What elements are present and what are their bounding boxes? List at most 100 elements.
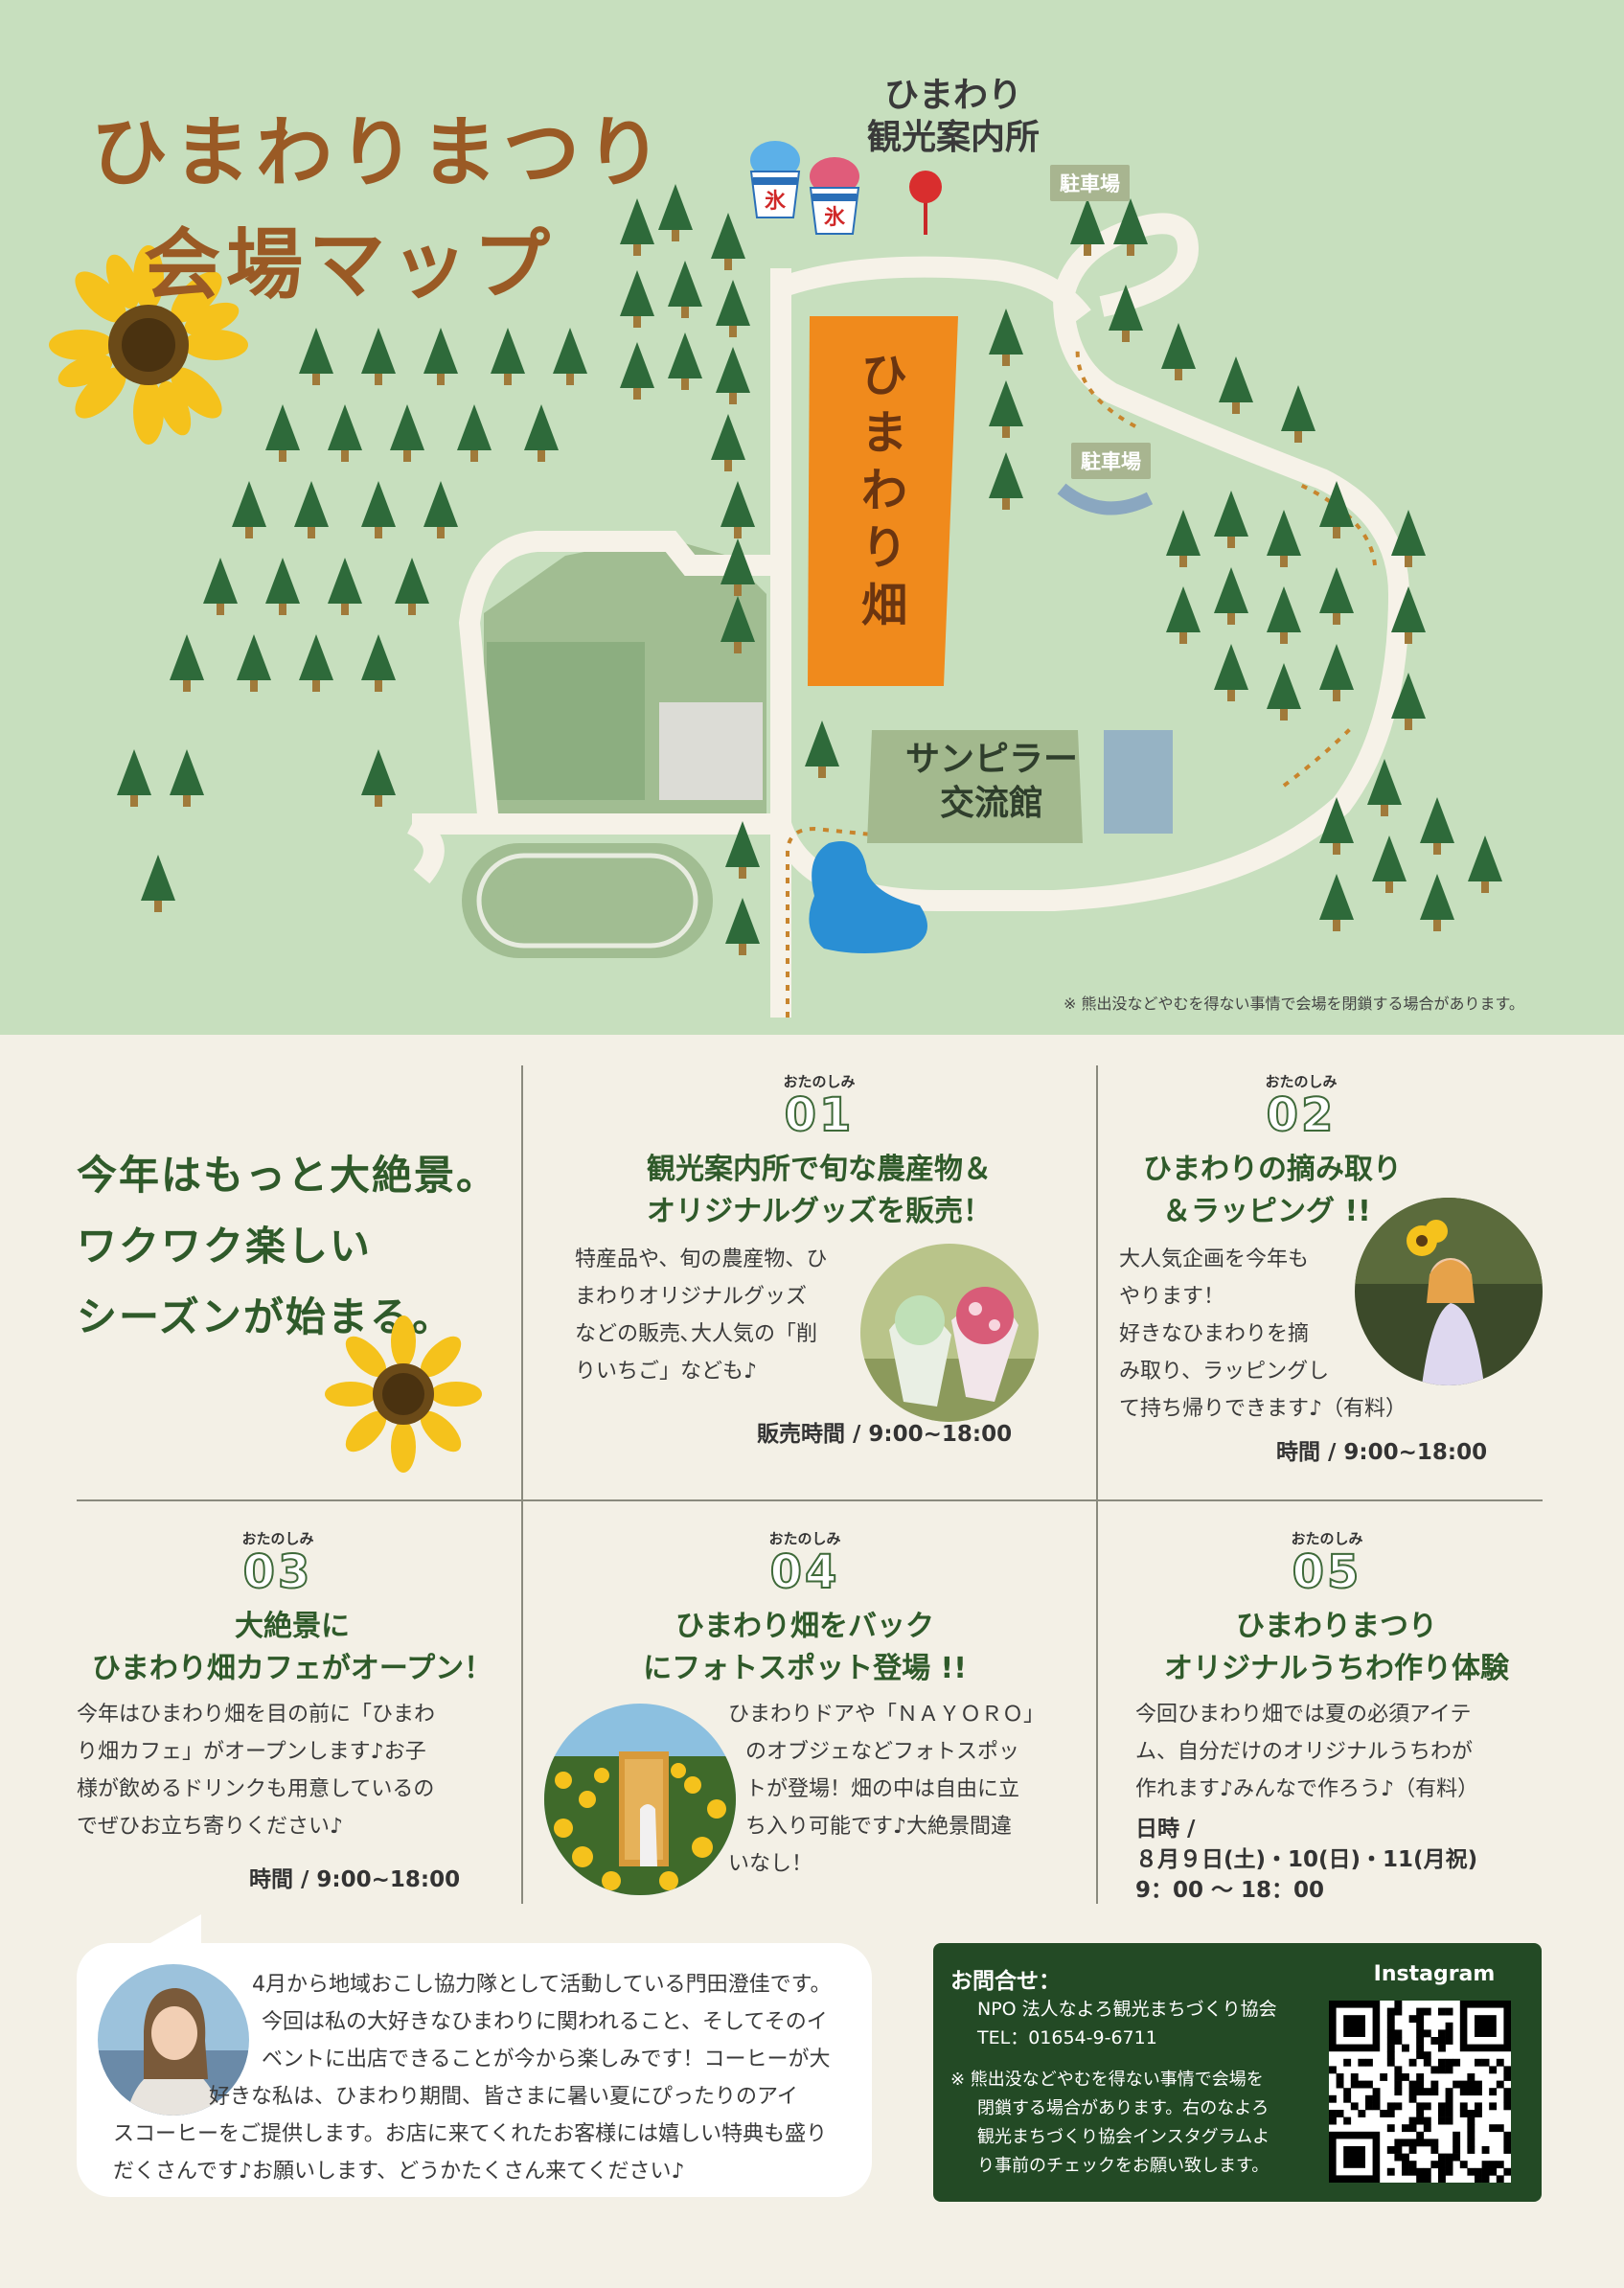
tree-icon — [658, 184, 693, 241]
tree-icon — [361, 328, 396, 385]
tree-icon — [553, 328, 587, 385]
parking-label-1: 駐車場 — [1050, 165, 1130, 201]
tree-icon — [1267, 663, 1301, 721]
loop-road — [458, 531, 771, 826]
girl-with-sunflowers-photo — [1355, 1198, 1543, 1385]
tree-icon — [1420, 797, 1454, 855]
tree-icon — [721, 538, 755, 596]
tree-icon — [361, 481, 396, 538]
tree-icon — [716, 347, 750, 404]
event-ruby: おたのしみ — [783, 1073, 856, 1090]
tree-icon — [668, 332, 702, 390]
event-05: おたのしみ 05 ひまわりまつりオリジナルうちわ作り体験 今回ひまわり畑では夏の… — [1135, 1528, 1538, 1906]
tree-icon — [294, 481, 329, 538]
tree-icon — [457, 404, 492, 462]
info-pin — [909, 171, 942, 203]
tree-icon — [395, 558, 429, 615]
tree-icon — [668, 261, 702, 318]
tree-icon — [232, 481, 266, 538]
event-01: おたのしみ 01 観光案内所で旬な農産物＆オリジナルグッズを販売！ 特産品や、旬… — [565, 1071, 1073, 1448]
event-body: ひまわりドアや「ＮＡＹＯＲＯ」のオブジェなどフォトスポッ トが登場！畑の中は自由… — [728, 1703, 1045, 1876]
tree-icon — [1319, 481, 1354, 538]
event-time: 時間 / 9:00~18:00 — [1276, 1440, 1488, 1465]
event-ruby: おたのしみ — [1265, 1073, 1338, 1090]
contact-tel[interactable]: TEL：01654-9-6711 — [977, 2027, 1157, 2048]
tree-icon — [170, 749, 204, 807]
event-body: 大人気企画を今年もやります！ 好きなひまわりを摘み取り、ラッピングし て持ち帰り… — [1119, 1247, 1407, 1421]
shaved-ice-icon: 氷 — [805, 155, 864, 236]
tree-icon — [423, 481, 458, 538]
tree-icon — [1391, 510, 1426, 567]
instagram-qr-code[interactable] — [1329, 2001, 1512, 2184]
ground-field — [487, 642, 645, 800]
event-body: 今回ひまわり畑では夏の必須アイテム、自分だけのオリジナルうちわが 作れます♪みん… — [1135, 1703, 1479, 1801]
tree-icon — [237, 634, 271, 692]
divider — [521, 1065, 523, 1904]
tree-icon — [1391, 586, 1426, 644]
track-line — [476, 853, 698, 949]
event-title: 観光案内所で旬な農産物＆オリジナルグッズを販売！ — [647, 1153, 992, 1228]
headline-line: 今年はもっと大絶景。 — [77, 1152, 499, 1199]
hall-label: サンピラー 交流館 — [904, 740, 1078, 823]
tree-icon — [390, 404, 424, 462]
tree-icon — [361, 749, 396, 807]
sunflower-icon — [325, 1316, 482, 1473]
tree-icon — [170, 634, 204, 692]
tree-icon — [725, 821, 760, 879]
event-time: 時間 / 9:00~18:00 — [249, 1867, 461, 1892]
event-number: 03 — [242, 1545, 313, 1599]
contact-org: NPO 法人なよろ観光まちづくり協会 TEL：01654-9-6711 — [977, 1995, 1277, 2052]
tree-icon — [1166, 510, 1201, 567]
headline-line: シーズンが始まる。 — [77, 1293, 454, 1340]
tree-icon — [1070, 198, 1105, 256]
tree-icon — [1214, 491, 1248, 548]
tree-icon — [711, 414, 745, 471]
tree-icon — [299, 634, 333, 692]
tree-icon — [1267, 510, 1301, 567]
shaved-ice-photo — [860, 1244, 1039, 1422]
event-title: 大絶景にひまわり畑カフェがオープン！ — [91, 1610, 493, 1685]
venue-map: ひまわりまつり 会場マップ ひまわり 観光案内所 駐車場 駐車場 ひまわり畑 サ… — [0, 0, 1624, 1035]
tree-icon — [1281, 385, 1315, 443]
tree-icon — [711, 213, 745, 270]
event-ruby: おたのしみ — [241, 1530, 314, 1547]
contact-box: お問合せ： NPO 法人なよろ観光まちづくり協会 TEL：01654-9-671… — [933, 1943, 1542, 2202]
tree-icon — [265, 404, 300, 462]
tree-icon — [1166, 586, 1201, 644]
contact-title: お問合せ： — [950, 1969, 1061, 1994]
tree-icon — [361, 634, 396, 692]
event-title: ひまわりの摘み取り＆ラッピング !! — [1143, 1153, 1402, 1228]
svg-text:氷: 氷 — [824, 206, 846, 230]
tree-icon — [203, 558, 238, 615]
tree-icon — [725, 898, 760, 955]
tree-icon — [1214, 644, 1248, 701]
event-time: 日時 / ８月９日(土)・10(日)・11(月祝) 9：00 〜 18：00 — [1135, 1817, 1478, 1903]
sunflower-field — [808, 316, 958, 686]
headline-line: ワクワク楽しい — [77, 1223, 373, 1270]
tree-icon — [1219, 356, 1253, 414]
tree-icon — [716, 280, 750, 337]
pond — [809, 841, 927, 953]
event-number: 05 — [1292, 1545, 1362, 1599]
tree-icon — [1214, 567, 1248, 625]
map-title-line2: 会場マップ — [144, 220, 556, 309]
headline: 今年はもっと大絶景。 ワクワク楽しい シーズンが始まる。 — [77, 1140, 498, 1353]
map-note: ※ 熊出没などやむを得ない事情で会場を閉鎖する場合があります。 — [1064, 995, 1524, 1013]
tree-icon — [328, 558, 362, 615]
event-title: ひまわりまつりオリジナルうちわ作り体験 — [1164, 1610, 1509, 1685]
tree-icon — [620, 198, 654, 256]
tree-icon — [423, 328, 458, 385]
tree-icon — [524, 404, 559, 462]
sunflower-field-label: ひまわり畑 — [860, 349, 907, 632]
tree-icon — [1109, 285, 1143, 342]
building-white — [659, 702, 763, 800]
tree-icon — [117, 749, 151, 807]
tree-icon — [1319, 797, 1354, 855]
event-04: おたのしみ 04 ひまわり畑をバックにフォトスポット登場 !! ひまわりドアや「… — [575, 1528, 1083, 1883]
tree-icon — [1367, 759, 1402, 816]
tree-icon — [989, 380, 1023, 438]
tree-icon — [620, 342, 654, 400]
track-inner — [501, 868, 674, 933]
tree-icon — [1113, 198, 1148, 256]
event-title: ひまわり畑をバックにフォトスポット登場 !! — [643, 1610, 967, 1685]
